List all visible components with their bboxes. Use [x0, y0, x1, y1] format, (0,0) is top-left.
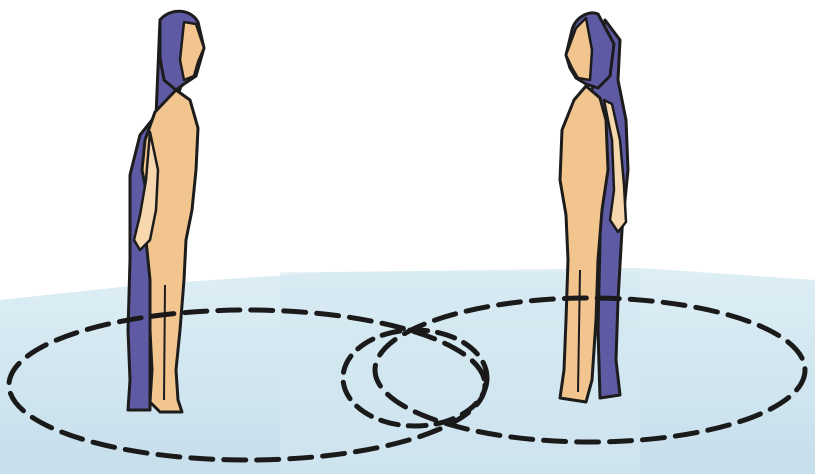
right-figure [560, 13, 628, 402]
left-figure-leg-line [164, 285, 165, 400]
